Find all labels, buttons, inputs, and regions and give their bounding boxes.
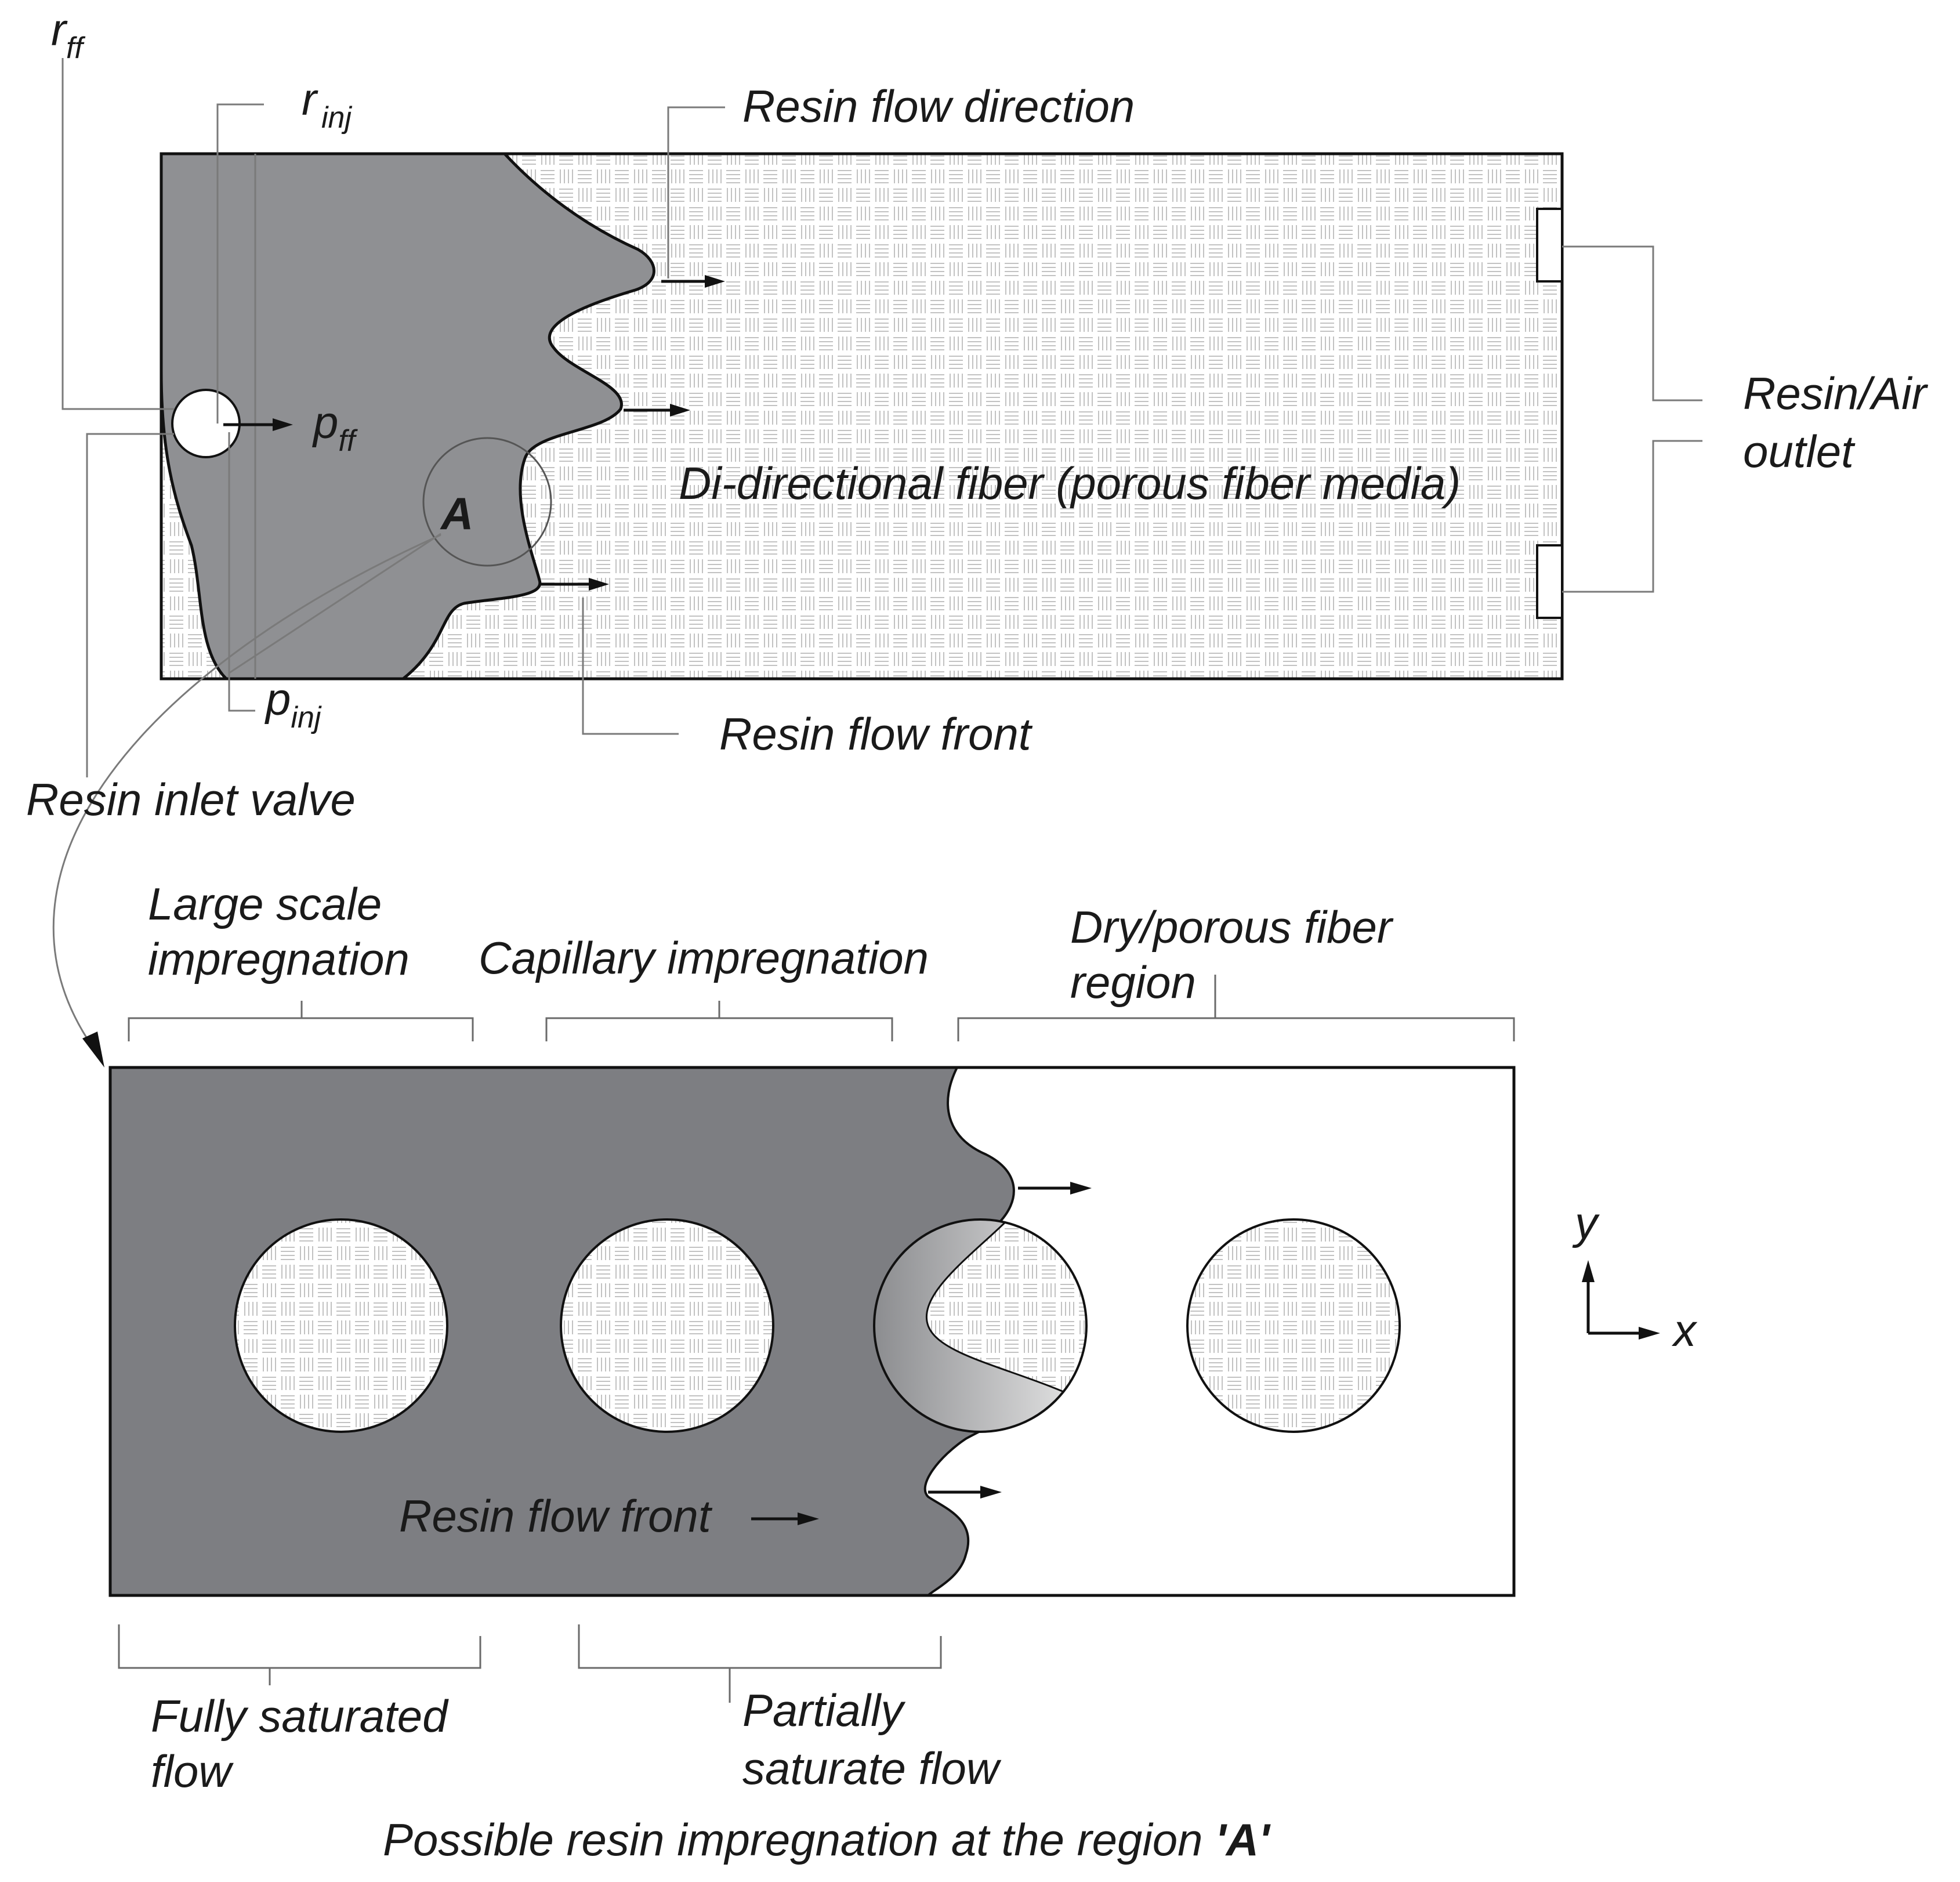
label-flow-direction: Resin flow direction	[742, 81, 1135, 132]
label-dry-region-line2: region	[1070, 957, 1196, 1008]
label-capillary: Capillary impregnation	[479, 932, 929, 983]
leader-inlet-valve	[86, 433, 174, 777]
bracket-large-scale	[128, 1001, 474, 1041]
label-fully-saturated-line1: Fully saturated	[151, 1691, 449, 1742]
leader-r-ff	[61, 58, 174, 410]
axis-label-x: x	[1671, 1305, 1698, 1356]
bracket-dry-region	[957, 975, 1515, 1041]
label-fully-saturated-line2: flow	[151, 1746, 234, 1797]
label-inlet-valve: Resin inlet valve	[26, 774, 356, 825]
fiber-bundle-1	[234, 1218, 448, 1433]
zoom-arrow	[52, 534, 441, 1067]
leader-r-inj	[216, 103, 264, 424]
mold-outline	[160, 152, 1564, 681]
axis-label-y: y	[1572, 1197, 1600, 1248]
leader-region-a	[229, 533, 441, 674]
label-partially-line2: saturate flow	[742, 1743, 1002, 1794]
caption: Possible resin impregnation at the regio…	[383, 1814, 1271, 1865]
label-region-a: A	[440, 488, 473, 539]
flow-arrow-bottom-2	[928, 1486, 1002, 1499]
label-large-scale-line2: impregnation	[148, 933, 410, 985]
label-fiber-media: Di-directional fiber (porous fiber media…	[679, 458, 1461, 509]
region-a-circle	[422, 437, 552, 567]
label-large-scale-line1: Large scale	[148, 878, 382, 929]
label-flow-front-top: Resin flow front	[719, 708, 1033, 759]
flow-front-arrow-bottom	[751, 1512, 819, 1525]
label-outlet-line1: Resin/Air	[1743, 368, 1928, 419]
coordinate-axes	[1582, 1260, 1660, 1340]
bottom-panel-outline	[108, 1066, 1516, 1597]
bracket-fully-saturated	[118, 1624, 481, 1685]
outlet-port-upper	[1536, 208, 1563, 283]
fiber-bundle-2	[560, 1218, 774, 1433]
bracket-capillary	[545, 1001, 893, 1041]
resin-filled-region-top	[161, 154, 655, 679]
flow-arrow-bottom-1	[1018, 1182, 1092, 1195]
label-p-inj: pinj	[265, 674, 322, 734]
flow-arrow-top-3	[539, 578, 609, 591]
label-partially-line1: Partially	[742, 1685, 905, 1736]
flow-arrow-top-2	[624, 404, 690, 417]
outlet-port-lower	[1536, 544, 1563, 619]
label-r-ff: rff	[51, 4, 85, 65]
label-outlet-line2: outlet	[1743, 426, 1856, 477]
leader-flow-direction	[667, 106, 725, 278]
pressure-arrow-p-ff	[223, 418, 293, 431]
fiber-bundle-3-partial	[873, 1218, 1088, 1433]
bracket-partially-saturated	[578, 1624, 942, 1703]
bottom-panel: y x Large scale impregnation Capillary i…	[108, 878, 1698, 1865]
leader-p-inj	[228, 432, 255, 712]
flow-arrow-top-1	[661, 275, 725, 288]
label-dry-region-line1: Dry/porous fiber	[1070, 902, 1394, 953]
leader-flow-front	[582, 598, 679, 735]
fiber-bundle-4	[1186, 1218, 1401, 1433]
leader-outlet-upper	[1562, 245, 1702, 401]
label-p-ff: pff	[312, 397, 358, 458]
label-flow-front-bottom: Resin flow front	[399, 1490, 713, 1541]
leader-outlet-lower	[1562, 440, 1702, 593]
